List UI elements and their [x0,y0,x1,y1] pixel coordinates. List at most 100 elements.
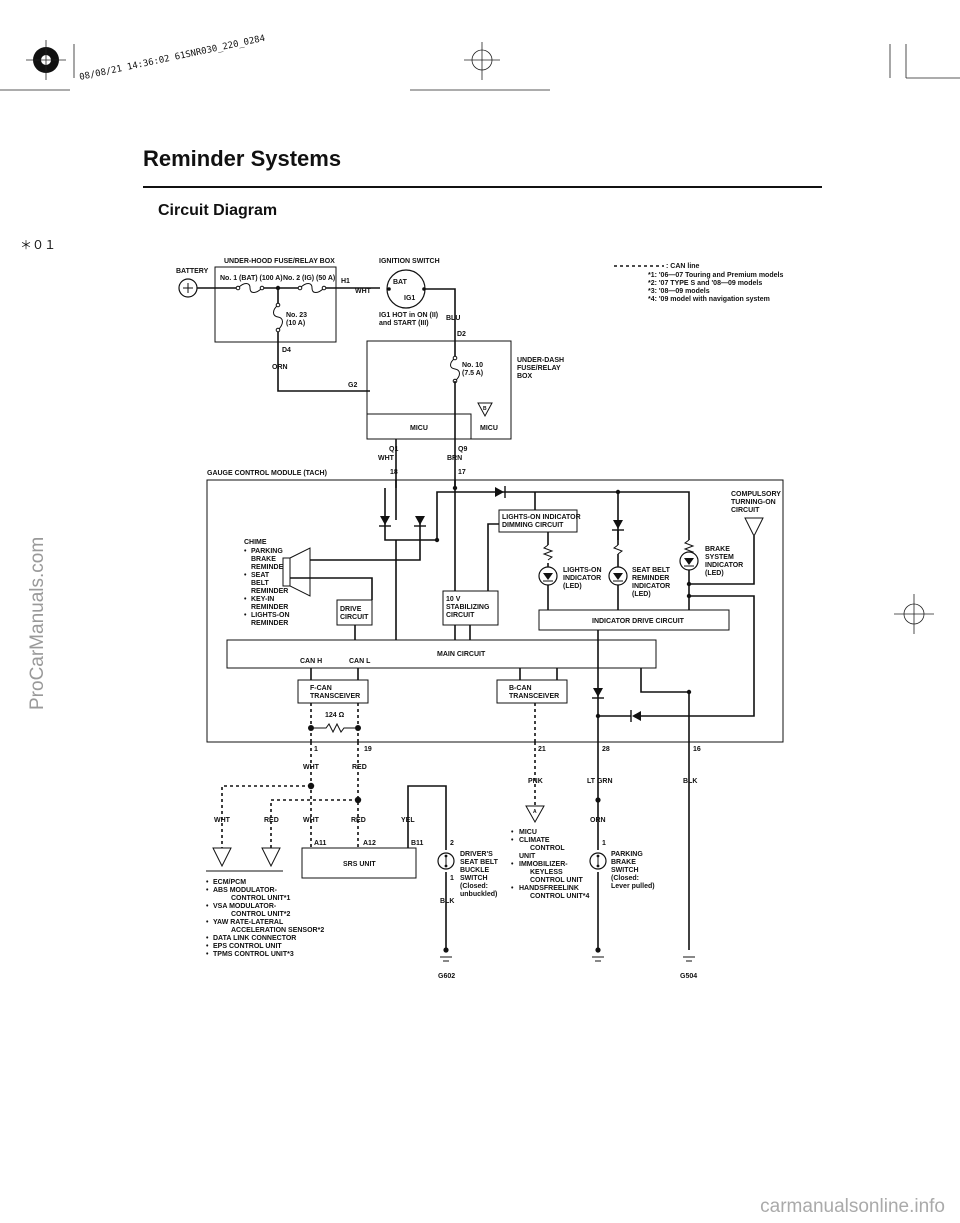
gauge-control-module: GAUGE CONTROL MODULE (TACH) CHIME • PARK… [206,470,784,743]
chime-item: REMINDER [251,604,288,611]
wire-wht: WHT [378,455,395,462]
svg-text:•: • [244,572,247,579]
svg-text:•: • [206,935,209,942]
fuse-no10 [450,357,460,382]
compulsory-label: COMPULSORY [731,491,781,498]
page-marker: ＊０１ [20,238,56,252]
bottom-watermark: carmanualsonline.info [760,1196,945,1217]
svg-text:•: • [206,951,209,958]
can-node-item: YAW RATE-LATERAL [213,919,284,926]
svg-text:•: • [206,903,209,910]
can-node-triangle [212,847,232,868]
chime-item: REMINDER [251,564,288,571]
fuse-no2-label: No. 2 (IG) (50 A) [283,275,335,282]
page-subtitle: Circuit Diagram [158,202,277,219]
parking-switch-label: Lever pulled) [611,883,655,890]
chime-label: CHIME [244,539,267,546]
pin-h1: H1 [341,278,350,285]
ground-g602: G602 [438,973,455,980]
can-node-item: VSA MODULATOR- [213,903,277,910]
pin-a12: A12 [363,840,376,847]
brake-led-label: SYSTEM [705,554,734,561]
wire-blk: BLK [683,778,697,785]
svg-text:•: • [511,861,514,868]
fuse-no1 [237,283,263,293]
pin-16: 16 [693,746,701,753]
wire-blk: BLK [440,898,454,905]
stabilizing-label: CIRCUIT [446,612,475,619]
pin-21: 21 [538,746,546,753]
driver-switch-label: BUCKLE [460,867,489,874]
pin-18: 18 [390,469,398,476]
print-stamp: 08/08/21 14:36:02 61SNR030_220_0284 [79,34,267,83]
ground-g504: G504 [680,973,697,980]
ig1-note: and START (III) [379,320,429,327]
ignition-switch-label: IGNITION SWITCH [379,258,440,265]
pin-19: 19 [364,746,372,753]
svg-text:•: • [206,919,209,926]
legend-note: *2: '07 TYPE S and '08—09 models [648,280,762,287]
pin-d2: D2 [457,331,466,338]
compulsory-circuit [744,517,764,538]
gcm-label: GAUGE CONTROL MODULE (TACH) [207,470,327,477]
parking-switch-label: SWITCH [611,867,639,874]
wire-wht: WHT [303,817,320,824]
can-node-item: CONTROL UNIT*1 [231,895,290,902]
chime-item: REMINDER [251,588,288,595]
pin-1: 1 [450,875,454,882]
registration-marks [0,40,960,634]
pin-g2: G2 [348,382,357,389]
svg-text:•: • [206,879,209,886]
ig1-note: IG1 HOT in ON (II) [379,312,438,319]
micu-label: MICU [480,425,498,432]
diode [415,516,425,525]
srs-unit-label: SRS UNIT [343,861,376,868]
seat-belt-label: INDICATOR [632,583,670,590]
wire-orn: ORN [272,364,288,371]
can-h-label: CAN H [300,658,322,665]
connector-b-label: B [483,406,487,412]
driver-switch-label: unbuckled) [460,891,497,898]
diode [495,487,504,497]
stabilizing-circuit [442,590,499,626]
b-can-node-item: CONTROL UNIT [530,877,583,884]
b-can-node-item: UNIT [519,853,536,860]
svg-text:•: • [244,548,247,555]
stabilizing-label: STABILIZING [446,604,490,611]
brake-led-label: BRAKE [705,546,730,553]
lights-on-label: (LED) [563,583,582,590]
chime-item: LIGHTS-ON [251,612,290,619]
f-can-label: F-CAN [310,685,332,692]
svg-text:•: • [244,612,247,619]
fuse-no23 [273,304,283,331]
underhood-fuse-box [214,266,337,343]
pin-17: 17 [458,469,466,476]
pin-d4: D4 [282,347,291,354]
ign-ig1-label: IG1 [404,295,415,302]
can-node-item: TPMS CONTROL UNIT*3 [213,951,294,958]
chime-item: BELT [251,580,269,587]
fuse-no2 [299,283,325,293]
can-node-item: CONTROL UNIT*2 [231,911,290,918]
chime-item: KEY-IN [251,596,274,603]
drive-circuit-label: CIRCUIT [340,614,369,621]
ground-symbol [440,947,452,962]
compulsory-label: TURNING-ON [731,499,776,506]
b-can-node-item: HANDSFREELINK [519,885,579,892]
b-can-node-item: MICU [519,829,537,836]
b-can-node-item: KEYLESS [530,869,563,876]
chime-item: REMINDER [251,620,288,627]
speaker-icon [282,547,311,597]
seat-belt-label: SEAT BELT [632,567,671,574]
can-l-label: CAN L [349,658,371,665]
resistor [542,544,554,561]
fuse-no10-label: No. 10 [462,362,483,369]
section-title: Reminder Systems [143,146,341,171]
wire-brn: BRN [447,455,462,462]
ground-symbol [592,947,604,962]
fuse-no23-rating: (10 A) [286,320,305,327]
wire-lt-grn: LT GRN [587,778,613,785]
b-can-node-item: IMMOBILIZER- [519,861,568,868]
pin-q9: Q9 [458,446,467,453]
